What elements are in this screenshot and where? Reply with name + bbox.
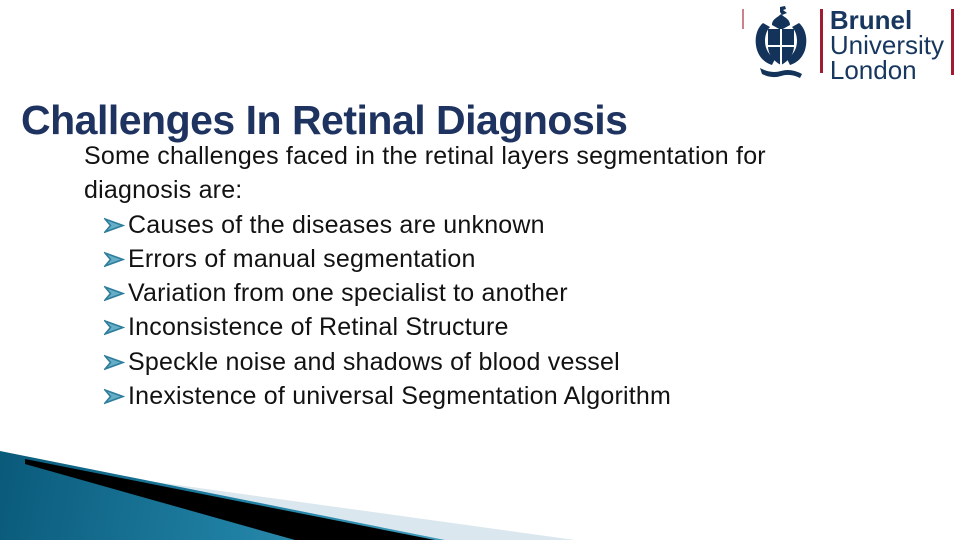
intro-line-1: Some challenges faced in the retinal lay… <box>84 142 766 170</box>
brunel-logo: Brunel University London <box>741 6 954 83</box>
arrow-bullet-icon <box>104 217 125 233</box>
bullet-item: Speckle noise and shadows of blood vesse… <box>104 345 884 379</box>
bullet-text: Inexistence of universal Segmentation Al… <box>128 382 672 411</box>
bullet-item: Variation from one specialist to another <box>104 276 884 310</box>
bullet-item: Inconsistence of Retinal Structure <box>104 310 884 344</box>
logo-separator-bar <box>819 9 823 73</box>
logo-left-tick-bar <box>741 9 744 29</box>
bullet-item: Inexistence of universal Segmentation Al… <box>104 379 884 413</box>
swoosh-black-stripe <box>25 459 435 540</box>
challenge-bullet-list: Causes of the diseases are unknown Error… <box>84 208 884 414</box>
logo-right-bar <box>951 9 954 75</box>
bullet-text: Errors of manual segmentation <box>128 244 476 273</box>
logo-wordmark: Brunel University London <box>830 6 944 83</box>
logo-line-london: London <box>829 55 917 85</box>
intro-line-2: diagnosis are: <box>84 176 243 205</box>
logo-line-brunel: Brunel <box>829 5 913 35</box>
bullet-text: Causes of the diseases are unknown <box>128 210 545 239</box>
arrow-bullet-icon <box>104 388 125 405</box>
brunel-crest-icon <box>755 6 807 78</box>
bottom-swoosh <box>0 450 960 540</box>
arrow-bullet-icon <box>104 354 125 370</box>
arrow-bullet-icon <box>104 285 125 302</box>
slide-body: Some challenges faced in the retinal lay… <box>84 139 884 413</box>
bullet-text: Variation from one specialist to another <box>128 279 568 308</box>
bullet-text: Inconsistence of Retinal Structure <box>128 313 509 342</box>
slide-title: Challenges In Retinal Diagnosis <box>21 97 628 144</box>
swoosh-pale-shape <box>105 475 575 540</box>
bullet-text: Speckle noise and shadows of blood vesse… <box>128 347 620 376</box>
arrow-bullet-icon <box>104 320 125 336</box>
logo-line-university: University <box>829 30 944 60</box>
bullet-item: Errors of manual segmentation <box>104 242 884 276</box>
arrow-bullet-icon <box>104 251 125 268</box>
swoosh-teal-shape <box>0 451 445 540</box>
bullet-item: Causes of the diseases are unknown <box>104 208 884 242</box>
